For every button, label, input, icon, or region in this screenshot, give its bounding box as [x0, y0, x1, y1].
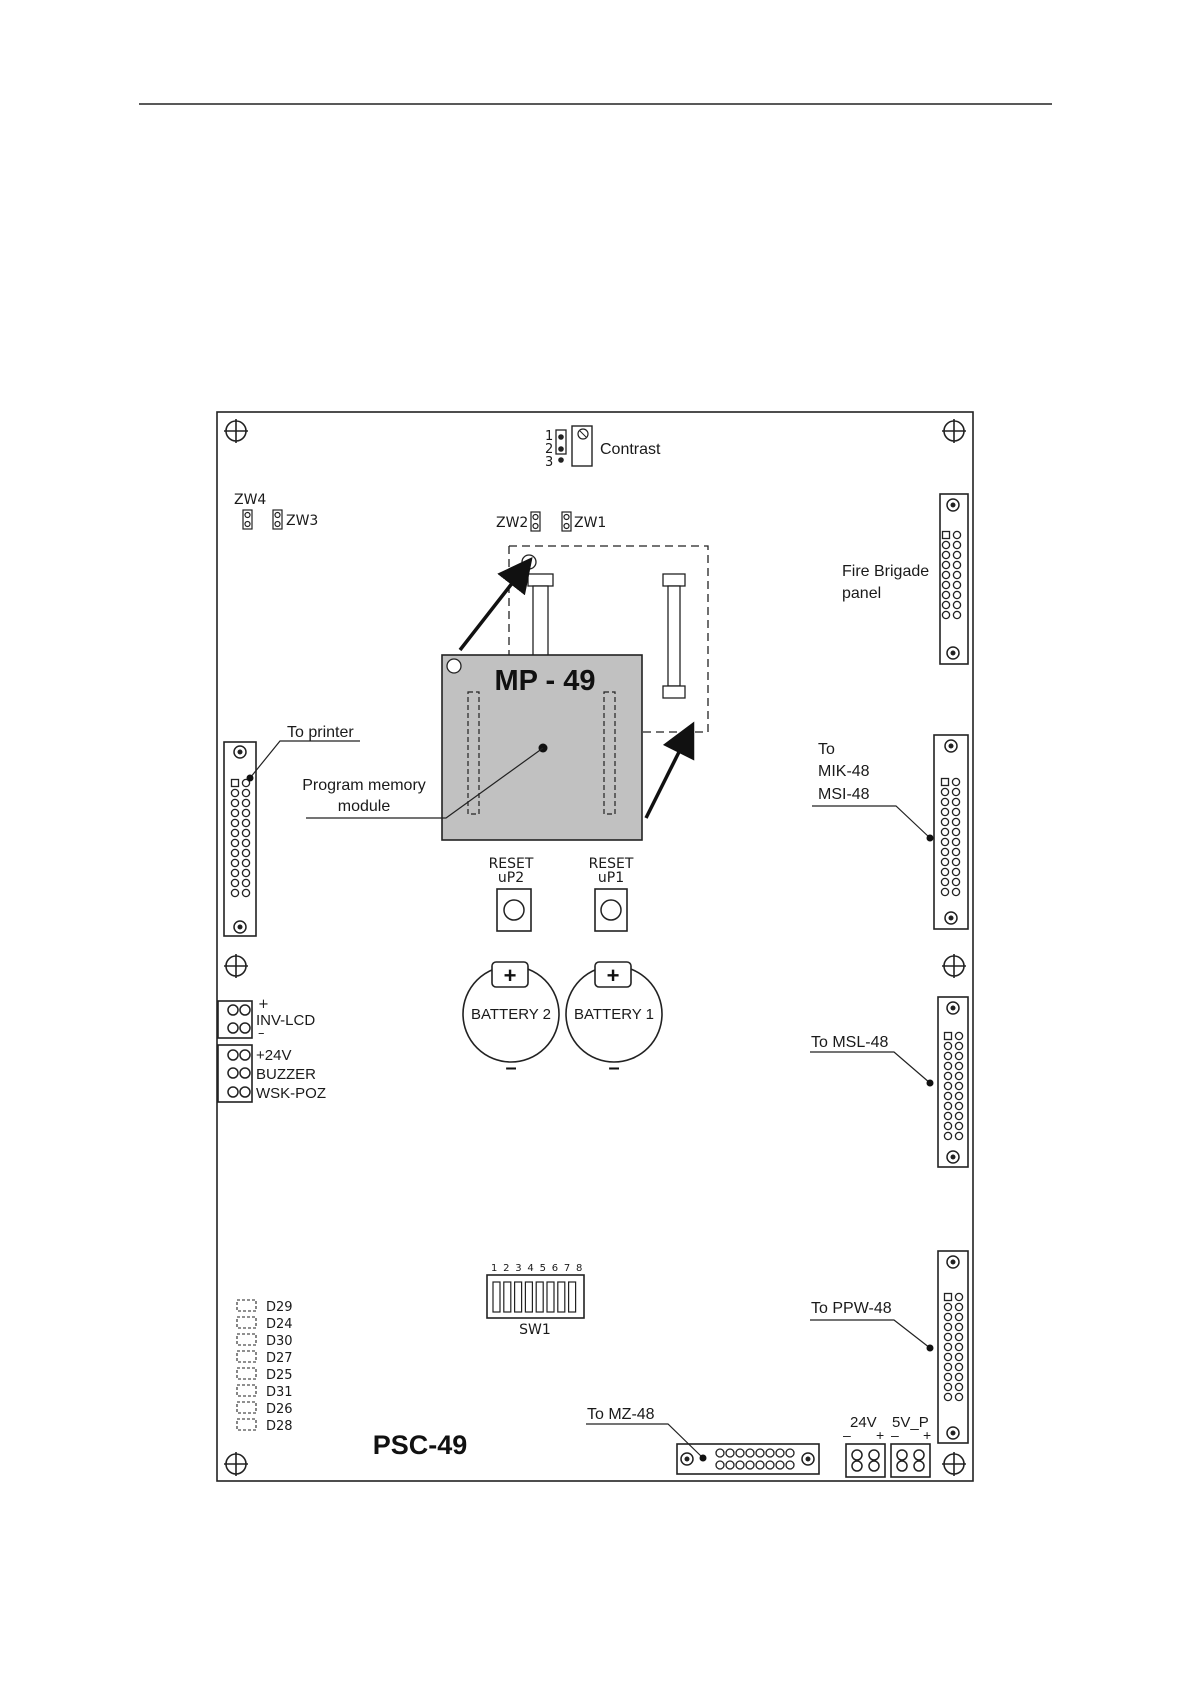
- msl-connector: [938, 997, 968, 1167]
- dip-lever: [569, 1282, 576, 1312]
- zw3-label: ZW3: [286, 513, 318, 529]
- reset-up2-button: [497, 889, 531, 931]
- led-label: D24: [266, 1317, 293, 1332]
- msl-leader-dot: [927, 1080, 934, 1087]
- inv-lcd-terminal: [218, 1001, 252, 1038]
- fire-brigade-connector: [940, 494, 968, 664]
- led-label: D25: [266, 1368, 293, 1383]
- fire-brigade-label-line2: panel: [842, 585, 881, 602]
- mik-label-line2: MIK-48: [818, 763, 870, 780]
- dip-numbers: 1 2 3 4 5 6 7 8: [491, 1263, 584, 1274]
- led-label: D28: [266, 1419, 293, 1434]
- power-5v-terminal: [891, 1444, 930, 1477]
- power-5v-minus: –: [891, 1427, 899, 1443]
- zw1-label: ZW1: [574, 515, 606, 531]
- battery-2-minus: –: [505, 1057, 516, 1079]
- led-label: D26: [266, 1402, 293, 1417]
- dip-lever: [558, 1282, 565, 1312]
- buzzer-terminal: [218, 1045, 252, 1102]
- dip-lever: [515, 1282, 522, 1312]
- mz-connector: [677, 1444, 819, 1474]
- power-5v-plus: +: [923, 1427, 931, 1443]
- led-label: D29: [266, 1300, 293, 1315]
- ppw-label: To PPW-48: [811, 1300, 892, 1317]
- dip-label: SW1: [519, 1322, 551, 1338]
- printer-connector: [224, 742, 256, 936]
- battery-1-minus: –: [608, 1057, 619, 1079]
- led-label: D27: [266, 1351, 293, 1366]
- battery-1-plus: +: [607, 963, 620, 988]
- led-label: D30: [266, 1334, 293, 1349]
- dip-lever: [504, 1282, 511, 1312]
- mik-label-line1: To: [818, 741, 835, 758]
- dip-lever: [525, 1282, 532, 1312]
- terminal-24v-label: +24V: [256, 1047, 291, 1064]
- dip-lever: [547, 1282, 554, 1312]
- ppw-leader-dot: [927, 1345, 934, 1352]
- battery-2-label: BATTERY 2: [471, 1006, 551, 1023]
- mz-label: To MZ-48: [587, 1406, 655, 1423]
- dip-lever: [493, 1282, 500, 1312]
- mik-connector: [934, 735, 968, 929]
- mz-leader-dot: [700, 1455, 707, 1462]
- ppw-connector: [938, 1251, 968, 1443]
- contrast-label: Contrast: [600, 441, 661, 458]
- msl-label: To MSL-48: [811, 1034, 888, 1051]
- power-24v-minus: –: [843, 1427, 851, 1443]
- reset-up1-button: [595, 889, 627, 931]
- power-24v-terminal: [846, 1444, 885, 1477]
- mik-leader-dot: [927, 835, 934, 842]
- power-24v-plus: +: [876, 1427, 884, 1443]
- printer-leader-dot: [247, 775, 254, 782]
- terminal-buzzer-label: BUZZER: [256, 1066, 316, 1083]
- contrast-pin-3: 3: [545, 455, 553, 470]
- fire-brigade-label-line1: Fire Brigade: [842, 563, 929, 580]
- battery-1-label: BATTERY 1: [574, 1006, 654, 1023]
- board-name: PSC-49: [373, 1430, 468, 1460]
- battery-2-plus: +: [504, 963, 517, 988]
- mik-label-line3: MSI-48: [818, 786, 870, 803]
- module-caption-line1: Program memory: [302, 777, 426, 794]
- module-caption-line2: module: [338, 798, 391, 815]
- module-name: MP - 49: [494, 665, 595, 697]
- dip-switch: [487, 1275, 584, 1318]
- contrast-potentiometer: [572, 426, 592, 466]
- led-label: D31: [266, 1385, 293, 1400]
- dip-lever: [536, 1282, 543, 1312]
- reset-up2-line2: uP2: [498, 870, 524, 886]
- printer-label: To printer: [287, 724, 354, 741]
- power-24v-label: 24V: [850, 1414, 877, 1431]
- inv-lcd-plus: +: [258, 997, 269, 1012]
- zw4-label: ZW4: [234, 492, 266, 508]
- reset-up1-line2: uP1: [598, 870, 624, 886]
- zw2-label: ZW2: [496, 515, 528, 531]
- terminal-wskpoz-label: WSK-POZ: [256, 1085, 326, 1102]
- inv-lcd-minus: –: [258, 1026, 265, 1041]
- inv-lcd-label: INV-LCD: [256, 1012, 315, 1029]
